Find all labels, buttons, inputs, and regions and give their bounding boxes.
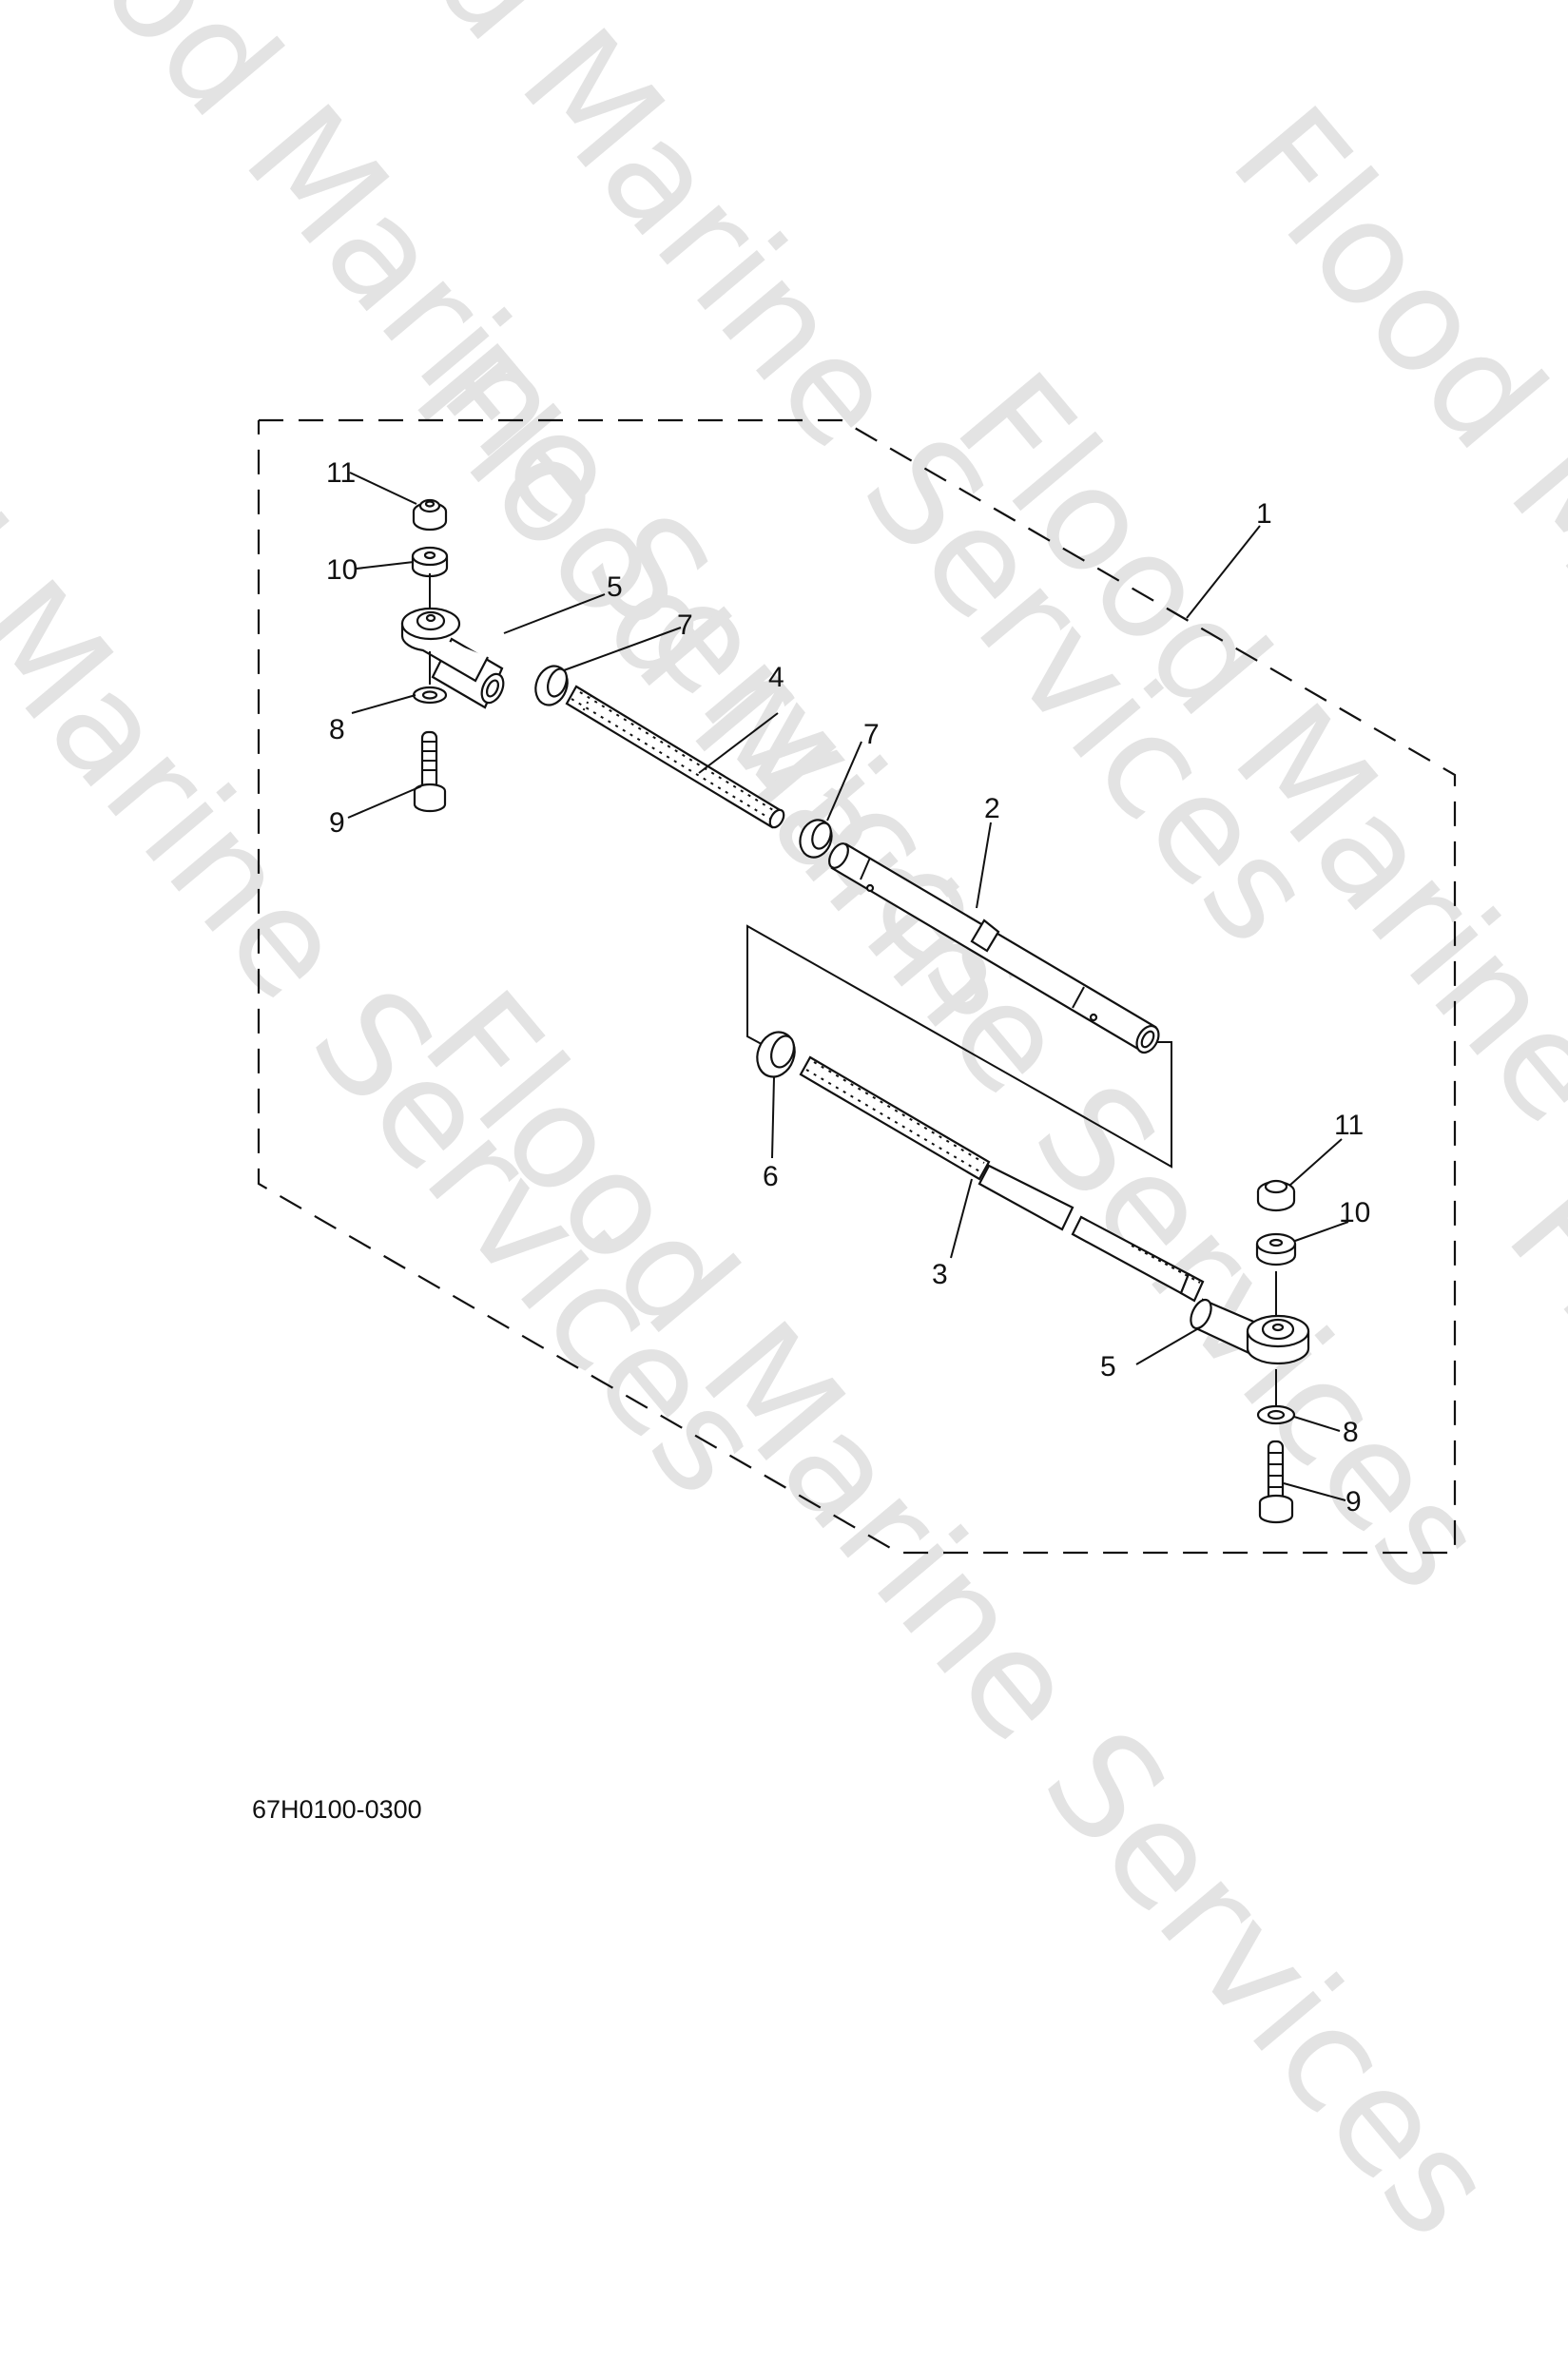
- callout-8-left: 8: [329, 714, 345, 745]
- threaded-rod-4: [565, 685, 785, 829]
- bolt-9-right: [1258, 1440, 1294, 1524]
- bolt-9-left: [413, 730, 447, 813]
- left-rod-end-group: [400, 498, 833, 859]
- collar-10-right: [1255, 1232, 1297, 1267]
- callout-11-left: 11: [326, 457, 356, 489]
- nut-7-upper: [534, 665, 569, 706]
- collar-10-left: [411, 546, 449, 578]
- callout-11-right: 11: [1334, 1110, 1364, 1141]
- nut-6: [756, 1031, 796, 1078]
- rod-3: [799, 1055, 1205, 1303]
- bracket-line: [746, 924, 1172, 1169]
- leader-lines: [347, 472, 1349, 1501]
- callout-9-right: 9: [1345, 1486, 1362, 1518]
- callout-7-upper: 7: [677, 609, 693, 641]
- callout-3: 3: [932, 1259, 948, 1290]
- nut-11-right: [1256, 1179, 1296, 1212]
- callout-7-lower: 7: [863, 719, 880, 750]
- callout-2: 2: [984, 793, 1000, 824]
- right-rod-end-group: [1190, 1179, 1310, 1524]
- callout-labels: 1 2 3 4 5 5 6 7 7 8 8 9 9 10 10 11 11: [326, 457, 1370, 1518]
- nut-7-lower: [799, 819, 833, 859]
- washer-8-right: [1256, 1404, 1296, 1425]
- callout-9-left: 9: [329, 807, 345, 839]
- callout-5-upper: 5: [607, 571, 623, 603]
- washer-8-left: [412, 686, 448, 705]
- callout-10-left: 10: [326, 554, 358, 586]
- assembly-outline: [257, 418, 1457, 1555]
- rod-end-5-right: [1190, 1298, 1310, 1365]
- callout-6: 6: [763, 1161, 779, 1192]
- tube-2: [828, 842, 1160, 1054]
- nut-11-left: [412, 498, 448, 532]
- callout-1: 1: [1256, 498, 1272, 530]
- callout-8-right: 8: [1343, 1417, 1359, 1448]
- figure-code: 67H0100-0300: [252, 1795, 422, 1824]
- callout-5-lower: 5: [1100, 1351, 1116, 1383]
- rod-end-5-left: [400, 607, 505, 709]
- callout-4: 4: [768, 662, 784, 693]
- callout-10-right: 10: [1339, 1197, 1370, 1228]
